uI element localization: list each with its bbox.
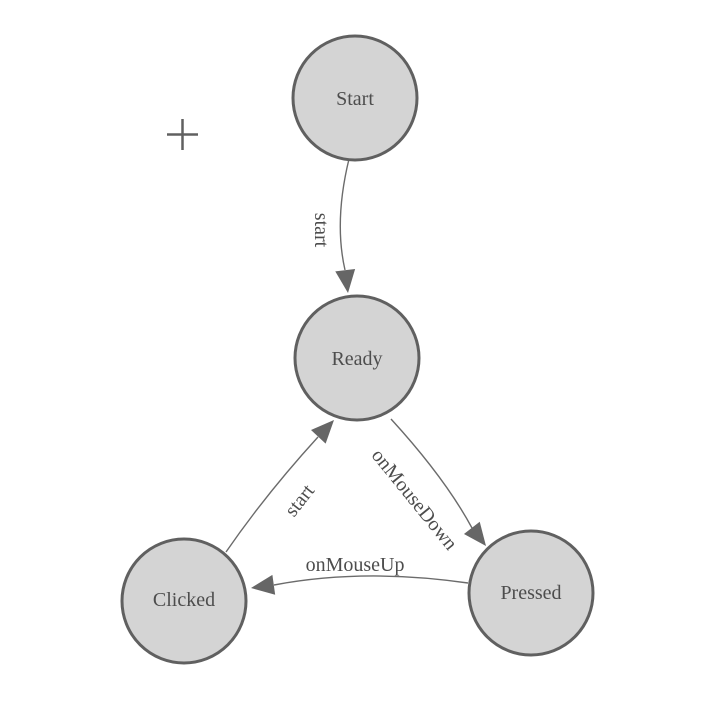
state-circle-ready[interactable] xyxy=(293,294,421,422)
arrowhead-start-to-ready xyxy=(335,268,356,293)
arrowhead-pressed-to-clicked xyxy=(251,574,276,595)
edge-label-pressed-to-clicked: onMouseUp xyxy=(306,554,405,576)
plus-crosshair-icon xyxy=(167,119,198,150)
nodes-layer: Start Ready Clicked Pressed xyxy=(120,34,595,665)
state-label-clicked: Clicked xyxy=(153,589,215,611)
state-circle-start[interactable] xyxy=(291,34,419,162)
edge-ready-to-pressed[interactable] xyxy=(390,418,473,529)
state-node-clicked[interactable]: Clicked xyxy=(120,537,248,665)
arrowhead-clicked-to-ready xyxy=(311,420,334,444)
edge-label-ready-to-pressed: onMouseDown xyxy=(367,445,462,555)
edge-clicked-to-ready[interactable] xyxy=(225,436,319,553)
edge-start-to-ready[interactable] xyxy=(339,158,350,271)
state-node-start[interactable]: Start xyxy=(291,34,419,162)
edge-pressed-to-clicked[interactable] xyxy=(273,575,469,586)
state-circle-pressed[interactable] xyxy=(467,529,595,657)
edge-label-start-to-ready: start xyxy=(310,213,332,248)
state-label-start: Start xyxy=(336,88,374,110)
state-circle-clicked[interactable] xyxy=(120,537,248,665)
state-label-ready: Ready xyxy=(331,348,382,370)
state-node-ready[interactable]: Ready xyxy=(293,294,421,422)
state-label-pressed: Pressed xyxy=(500,582,561,604)
state-node-pressed[interactable]: Pressed xyxy=(467,529,595,657)
arrowhead-ready-to-pressed xyxy=(463,521,486,546)
edge-label-clicked-to-ready: start xyxy=(281,480,320,521)
